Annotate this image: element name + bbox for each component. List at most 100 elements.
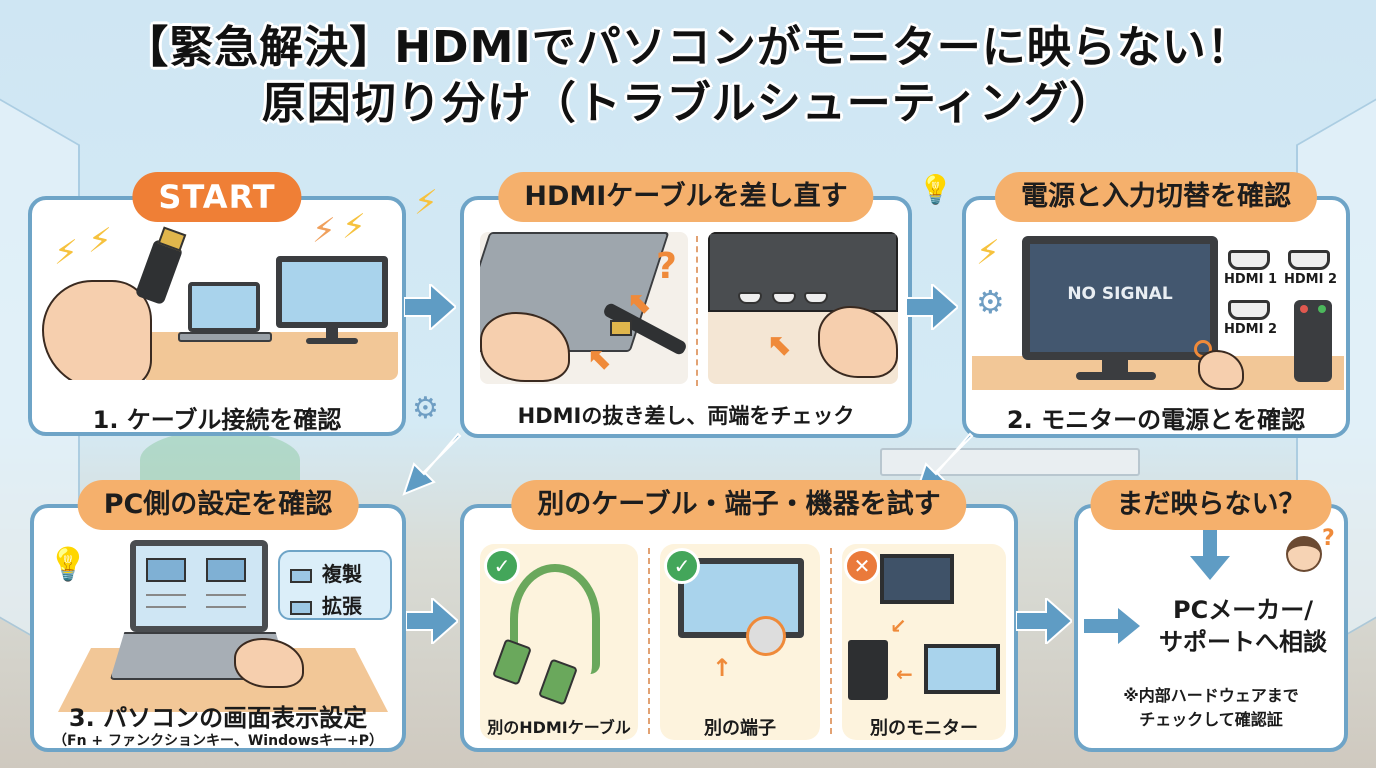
lightbulb-icon: 💡 xyxy=(48,545,88,583)
orange-arrow-icon: ↙ xyxy=(890,614,907,638)
support-note-line-2: チェックして確認証 xyxy=(1139,710,1283,729)
try-alternatives-badge: 別のケーブル・端子・機器を試す xyxy=(511,480,967,530)
hand-icon xyxy=(818,306,898,378)
green-cable-illustration xyxy=(510,564,600,674)
lightning-icon: ⚡ xyxy=(88,221,112,261)
hdmi-port-icon xyxy=(1228,300,1270,320)
step-card-pc-settings: PC側の設定を確認 💡 複製 拡張 3. パソコンの画面表示設定 （Fn + フ… xyxy=(30,480,406,752)
alt-cable-label: 別のHDMIケーブル xyxy=(487,718,631,737)
step-card-try-alternatives: 別のケーブル・端子・機器を試す 別のHDMIケーブル ✓ ↑ 別の端子 ✓ ↙ … xyxy=(460,480,1018,752)
laptop-screen xyxy=(130,540,268,632)
power-input-badge: 電源と入力切替を確認 xyxy=(995,172,1317,222)
lightning-icon: ⚡ xyxy=(976,233,1000,273)
console-illustration xyxy=(848,640,888,700)
remote-red-button xyxy=(1300,305,1308,313)
step-card-contact-support: まだ映らない？ ? PCメーカー/ サポートへ相談 ※内部ハードウェアまで チェ… xyxy=(1074,480,1348,752)
orange-arrow-icon: ↑ xyxy=(712,654,733,682)
reseat-cable-badge: HDMIケーブルを差し直す xyxy=(498,172,874,222)
step-card-reseat-cable: HDMIケーブルを差し直す ? ⬉ ⬉ ⬉ HDMIの抜き差し、両端をチェック xyxy=(460,172,912,438)
page-title: 【緊急解決】HDMIでパソコンがモニターに映らない！ 原因切り分け（トラブルシュ… xyxy=(0,20,1376,132)
port-zoom-circle xyxy=(746,616,786,656)
hdmi-port-icon xyxy=(1288,250,1330,270)
extend-monitors-icon xyxy=(290,600,312,615)
orange-arrow-icon: ⬉ xyxy=(588,342,614,377)
worried-face-icon xyxy=(1286,536,1322,572)
orange-arrow-icon: ⬉ xyxy=(768,328,794,363)
lightning-icon: ⚡ xyxy=(414,183,438,223)
laptop-screen xyxy=(188,282,260,332)
alt-monitor-label: 別のモニター xyxy=(870,718,978,739)
lightning-icon: ⚡ xyxy=(312,211,336,251)
monitor-port-scene: ⬉ xyxy=(708,232,898,384)
gear-icon: ⚙ xyxy=(412,391,439,426)
arrow-down-left-icon xyxy=(402,432,462,496)
hdmi-port-label: HDMI 2 xyxy=(1284,272,1338,287)
orange-arrow-icon: ⬉ xyxy=(628,286,654,321)
hdmi-plug-tip xyxy=(610,320,632,336)
arrow-down-left-icon xyxy=(914,432,974,496)
hdmi-plug-green xyxy=(492,638,532,686)
support-line-2: サポートへ相談 xyxy=(1159,628,1327,656)
lightning-icon: ⚡ xyxy=(342,207,366,247)
alt-port-label: 別の端子 xyxy=(704,718,776,739)
arrow-right-icon xyxy=(1016,598,1072,644)
start-badge: START xyxy=(132,172,302,222)
support-main-text: PCメーカー/ サポートへ相談 xyxy=(1138,594,1348,658)
option-duplicate: 複製 xyxy=(290,558,362,587)
no-signal-text: NO SIGNAL xyxy=(1067,284,1173,304)
text-lines xyxy=(206,594,246,608)
hdmi-port-label: HDMI 2 xyxy=(1224,322,1278,337)
hdmi-port xyxy=(804,292,828,304)
step-3-subcaption: （Fn + ファンクションキー、Windowsキー+P） xyxy=(53,733,383,749)
still-no-display-badge: まだ映らない？ xyxy=(1090,480,1332,530)
cross-icon: ✕ xyxy=(844,548,880,584)
question-mark-icon: ? xyxy=(1322,526,1335,551)
divider xyxy=(696,236,698,386)
hand-holding-cable xyxy=(42,280,152,380)
title-line-1: 【緊急解決】HDMIでパソコンがモニターに映らない！ xyxy=(124,22,1252,73)
divider xyxy=(648,548,650,734)
monitor-illustration xyxy=(924,644,1000,694)
lightning-icon: ⚡ xyxy=(54,233,78,273)
monitor-back xyxy=(708,232,898,312)
pointing-hand xyxy=(1198,350,1244,390)
step-reseat-caption: HDMIの抜き差し、両端をチェック xyxy=(517,404,855,428)
hdmi-port xyxy=(772,292,796,304)
remote-green-button xyxy=(1318,305,1326,313)
title-line-2: 原因切り分け（トラブルシューティング） xyxy=(261,78,1115,129)
pc-settings-badge: PC側の設定を確認 xyxy=(77,480,359,530)
lightbulb-icon: 💡 xyxy=(918,173,953,206)
remote-control xyxy=(1294,300,1332,382)
arrow-right-icon xyxy=(1084,608,1140,644)
extend-label: 拡張 xyxy=(322,594,362,618)
monitor-base xyxy=(1076,372,1156,380)
laptop-base xyxy=(178,332,272,342)
monitor-stand xyxy=(326,328,338,340)
duplicate-label: 複製 xyxy=(322,562,362,586)
question-mark-icon: ? xyxy=(656,246,677,287)
monitor-stand xyxy=(1102,360,1128,374)
hand-icon xyxy=(234,638,304,688)
monitor-illustration xyxy=(276,256,388,328)
display-mode-bubble: 複製 拡張 xyxy=(278,550,392,620)
arrow-right-icon xyxy=(406,598,458,644)
divider xyxy=(830,548,832,734)
gear-icon: ⚙ xyxy=(976,283,1005,321)
hdmi-port-label: HDMI 1 xyxy=(1224,272,1278,287)
monitor-illustration xyxy=(880,554,954,604)
step-1-caption: 1. ケーブル接続を確認 xyxy=(92,406,342,434)
monitor-base xyxy=(306,338,358,344)
cable-scene xyxy=(36,220,398,380)
desk xyxy=(972,356,1344,390)
arrow-down-icon xyxy=(1190,530,1230,580)
monitor-no-signal: NO SIGNAL xyxy=(1022,236,1218,360)
arrow-right-icon xyxy=(404,284,456,330)
option-extend: 拡張 xyxy=(290,590,362,619)
monitor-icon xyxy=(290,568,312,583)
hdmi-port-icon xyxy=(1228,250,1270,270)
support-note: ※内部ハードウェアまで チェックして確認証 xyxy=(1078,684,1344,732)
monitor-icon xyxy=(146,558,186,582)
step-2-caption: 2. モニターの電源とを確認 xyxy=(1006,406,1306,434)
step-3-caption: 3. パソコンの画面表示設定 xyxy=(68,704,368,732)
arrow-right-icon xyxy=(906,284,958,330)
